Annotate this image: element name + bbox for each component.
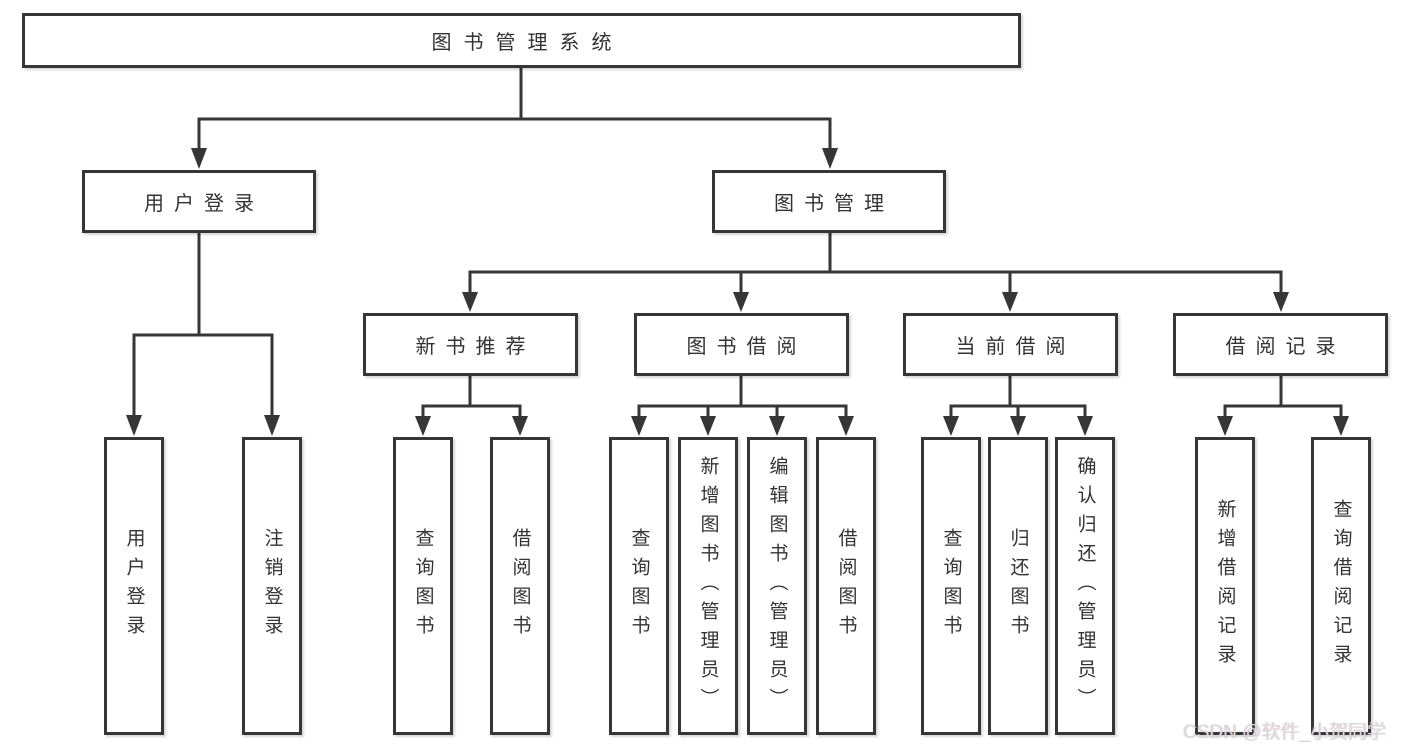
connector-recommend	[421, 374, 522, 420]
node-label: 图书管理系统	[431, 32, 624, 54]
leaf-borrow-books: 借阅图书	[490, 437, 550, 735]
leaf-label: 查询借阅记录	[1330, 499, 1352, 673]
leaf-label: 用户登录	[123, 528, 145, 644]
leaf-label: 查询图书	[412, 528, 434, 644]
connector-root	[197, 66, 832, 152]
leaf-confirm-return-admin: 确认归还（管理员）	[1055, 437, 1115, 735]
node-current-borrow: 当前借阅	[903, 313, 1118, 376]
node-label: 当前借阅	[955, 336, 1076, 358]
leaf-add-books-admin: 新增图书（管理员）	[678, 437, 738, 735]
connector-manage	[468, 231, 1283, 296]
leaf-label: 新增图书（管理员）	[697, 455, 719, 717]
arrowheads	[126, 148, 1349, 436]
leaf-add-borrow-record: 新增借阅记录	[1195, 437, 1255, 735]
node-label: 用户登录	[144, 193, 264, 215]
leaf-label: 查询图书	[940, 528, 962, 644]
leaf-label: 查询图书	[628, 528, 650, 644]
node-label: 借阅记录	[1225, 336, 1346, 358]
leaf-logout: 注销登录	[242, 437, 302, 735]
leaf-query-books: 查询图书	[609, 437, 669, 735]
node-label: 新书推荐	[415, 336, 536, 358]
node-book-borrow: 图书借阅	[634, 313, 849, 376]
leaf-edit-books-admin: 编辑图书（管理员）	[747, 437, 807, 735]
leaf-label: 借阅图书	[835, 528, 857, 644]
node-user-login: 用户登录	[82, 170, 316, 233]
leaf-label: 编辑图书（管理员）	[766, 455, 788, 717]
leaf-label: 注销登录	[261, 528, 283, 644]
leaf-borrow-books: 借阅图书	[816, 437, 876, 735]
connector-current	[949, 374, 1087, 420]
node-library-management-system: 图书管理系统	[22, 13, 1021, 68]
connector-login	[132, 231, 274, 419]
node-label: 图书借阅	[686, 336, 807, 358]
connector-borrow	[637, 374, 848, 420]
leaf-label: 确认归还（管理员）	[1074, 455, 1096, 717]
leaf-query-borrow-record: 查询借阅记录	[1311, 437, 1371, 735]
connector-records	[1223, 374, 1343, 420]
leaf-label: 归还图书	[1007, 528, 1029, 644]
node-new-book-recommend: 新书推荐	[363, 313, 578, 376]
node-borrow-records: 借阅记录	[1173, 313, 1388, 376]
leaf-user-login: 用户登录	[104, 437, 164, 735]
leaf-query-books: 查询图书	[921, 437, 981, 735]
leaf-label: 借阅图书	[509, 528, 531, 644]
node-label: 图书管理	[774, 193, 894, 215]
leaf-label: 新增借阅记录	[1214, 499, 1236, 673]
node-book-management: 图书管理	[712, 170, 946, 233]
leaf-return-books: 归还图书	[988, 437, 1048, 735]
leaf-query-books: 查询图书	[393, 437, 453, 735]
csdn-watermark: CSDN @软件_小贺同学	[1183, 722, 1386, 743]
